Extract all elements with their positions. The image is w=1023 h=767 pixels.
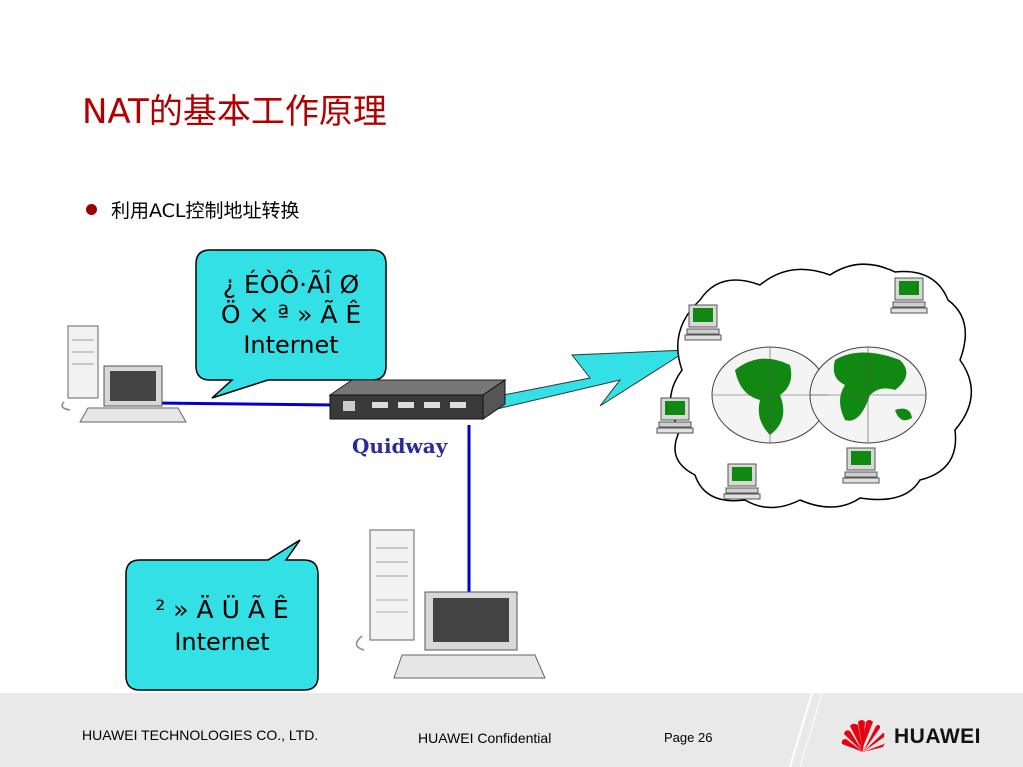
footer-page-number: Page 26: [664, 730, 713, 745]
callout-allowed-line3: Internet: [243, 331, 339, 359]
router-icon: [328, 379, 507, 420]
router-label: Quidway: [352, 434, 448, 458]
callout-denied: [125, 539, 319, 691]
callout-allowed-line2: Ö × ª » Ã Ê: [220, 300, 362, 329]
footer-company: HUAWEI TECHNOLOGIES CO., LTD.: [82, 727, 319, 743]
footer-divider-lines: [789, 693, 823, 767]
wan-lightning-link: [477, 349, 690, 413]
bullet-text: 利用ACL控制地址转换: [111, 200, 300, 222]
callout-allowed-text: ¿ ÉÒÔ·ÃÎ Ø Ö × ª » Ã Ê Internet: [200, 270, 382, 360]
bullet-dot-icon: [86, 204, 97, 215]
cloud-pc-icon: [890, 277, 928, 314]
huawei-logo-text: HUAWEI: [894, 725, 981, 748]
world-globe-icon: [711, 346, 927, 444]
pc-left-icon: [61, 325, 187, 423]
callout-denied-text: ² » Ä Ü Ã Ê Internet: [132, 594, 312, 658]
pc-bottom-icon: [355, 529, 546, 679]
callout-denied-line2: Internet: [174, 628, 270, 656]
footer-confidential: HUAWEI Confidential: [418, 730, 552, 746]
cloud-pc-icon: [842, 447, 880, 484]
callout-allowed-line1: ¿ ÉÒÔ·ÃÎ Ø: [222, 270, 360, 299]
slide-title: NAT的基本工作原理: [82, 92, 387, 132]
cloud-pc-icon: [723, 463, 761, 500]
link-top-pc-router: [154, 401, 336, 407]
bullet-item: 利用ACL控制地址转换: [86, 196, 300, 223]
cloud-pc-icon: [684, 304, 722, 341]
cloud-pc-icon: [656, 397, 694, 434]
huawei-logo-icon: [841, 720, 885, 752]
callout-denied-line1: ² » Ä Ü Ã Ê: [155, 595, 289, 624]
callout-allowed: [195, 249, 387, 399]
